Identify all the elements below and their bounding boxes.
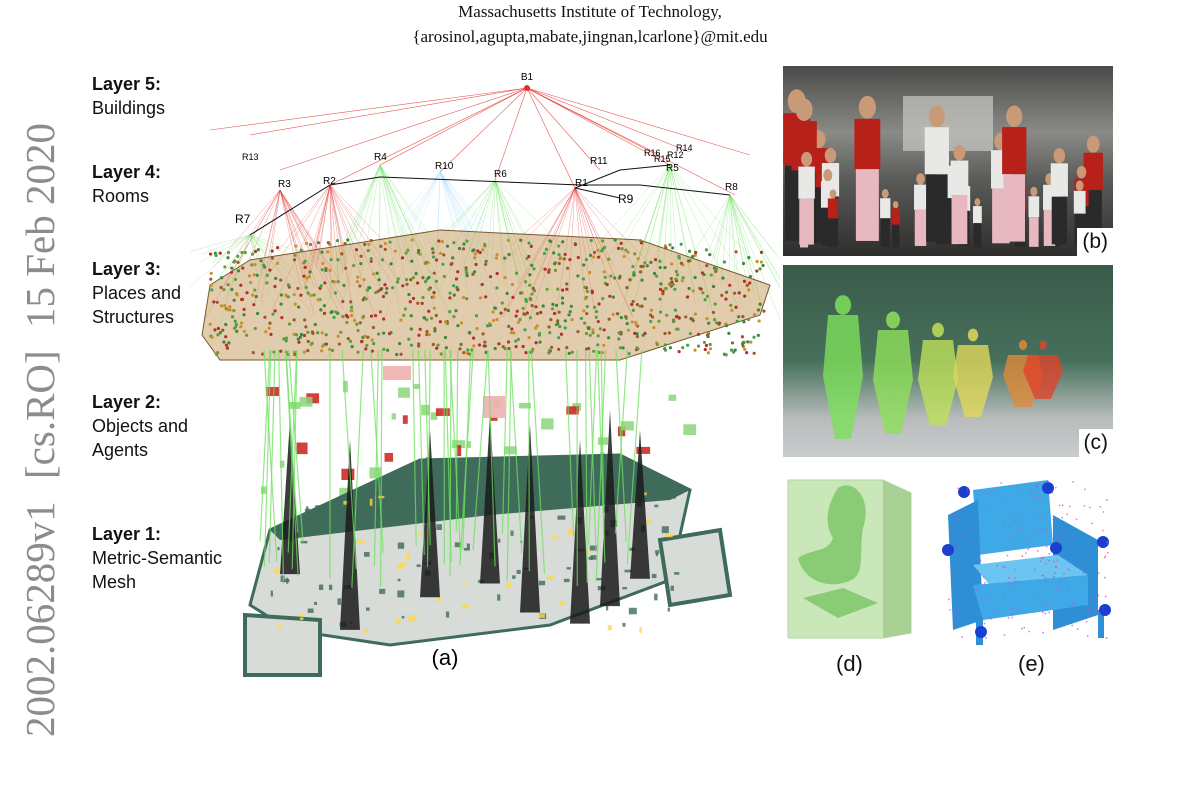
layer-3-label: Layer 3: Places and Structures: [92, 257, 181, 329]
layer-title: Layer 2:: [92, 390, 188, 414]
room-label: R1: [575, 178, 588, 189]
room-label: R10: [435, 161, 454, 172]
layer-line: Agents: [92, 440, 148, 460]
building-label: B1: [521, 72, 534, 83]
layer-4-label: Layer 4: Rooms: [92, 160, 161, 208]
panel-c-image: (c): [783, 265, 1113, 457]
panel-c-label: (c): [1079, 429, 1114, 457]
room-label: R7: [235, 212, 251, 226]
room-label: R9: [618, 192, 634, 206]
room-label: R5: [666, 163, 679, 174]
layer-line: Mesh: [92, 572, 136, 592]
panel-e-image: [938, 470, 1118, 650]
agent-meshes: [783, 265, 1113, 457]
author-emails: {arosinol,agupta,mabate,jingnan,lcarlone…: [0, 27, 1180, 47]
layer-line: Buildings: [92, 98, 165, 118]
layer-title: Layer 4:: [92, 160, 161, 184]
panel-d-label: (d): [836, 651, 863, 677]
layer-title: Layer 5:: [92, 72, 165, 96]
arxiv-id: 2002.06289v1: [17, 501, 63, 737]
arxiv-stamp: 2002.06289v1 [cs.RO] 15 Feb 2020: [15, 60, 65, 800]
scene-graph-figure: B1 R1 R2 R3 R4 R5 R6 R7 R8 R9 R10 R11 R1…: [190, 60, 780, 685]
room-label: R4: [374, 152, 387, 163]
layer-line: Rooms: [92, 186, 149, 206]
room-label: R14: [676, 143, 693, 153]
room-label: R11: [590, 156, 608, 167]
panel-a-label: (a): [432, 645, 459, 670]
arxiv-category: [cs.RO]: [17, 350, 63, 479]
room-label: R16: [644, 148, 661, 158]
room-label: R3: [278, 179, 291, 190]
layer-title: Layer 3:: [92, 257, 181, 281]
layer-line: Structures: [92, 307, 174, 327]
panel-b-image: (b): [783, 66, 1113, 256]
crowd-render: [783, 66, 1113, 256]
places-layer: [202, 230, 770, 360]
affiliation: Massachusetts Institute of Technology,: [0, 2, 1180, 22]
layer-2-label: Layer 2: Objects and Agents: [92, 390, 188, 462]
room-label: R13: [242, 152, 259, 162]
panel-b-label: (b): [1077, 228, 1113, 256]
building-node: [524, 85, 530, 91]
room-label: R8: [725, 182, 738, 193]
room-label: R2: [323, 176, 336, 187]
layer-line: Objects and: [92, 416, 188, 436]
layer-line: Places and: [92, 283, 181, 303]
arxiv-date: 15 Feb 2020: [17, 123, 63, 328]
panel-d-image: [783, 468, 913, 643]
room-label: R6: [494, 169, 507, 180]
panel-e-label: (e): [1018, 651, 1045, 677]
layer-5-label: Layer 5: Buildings: [92, 72, 165, 120]
